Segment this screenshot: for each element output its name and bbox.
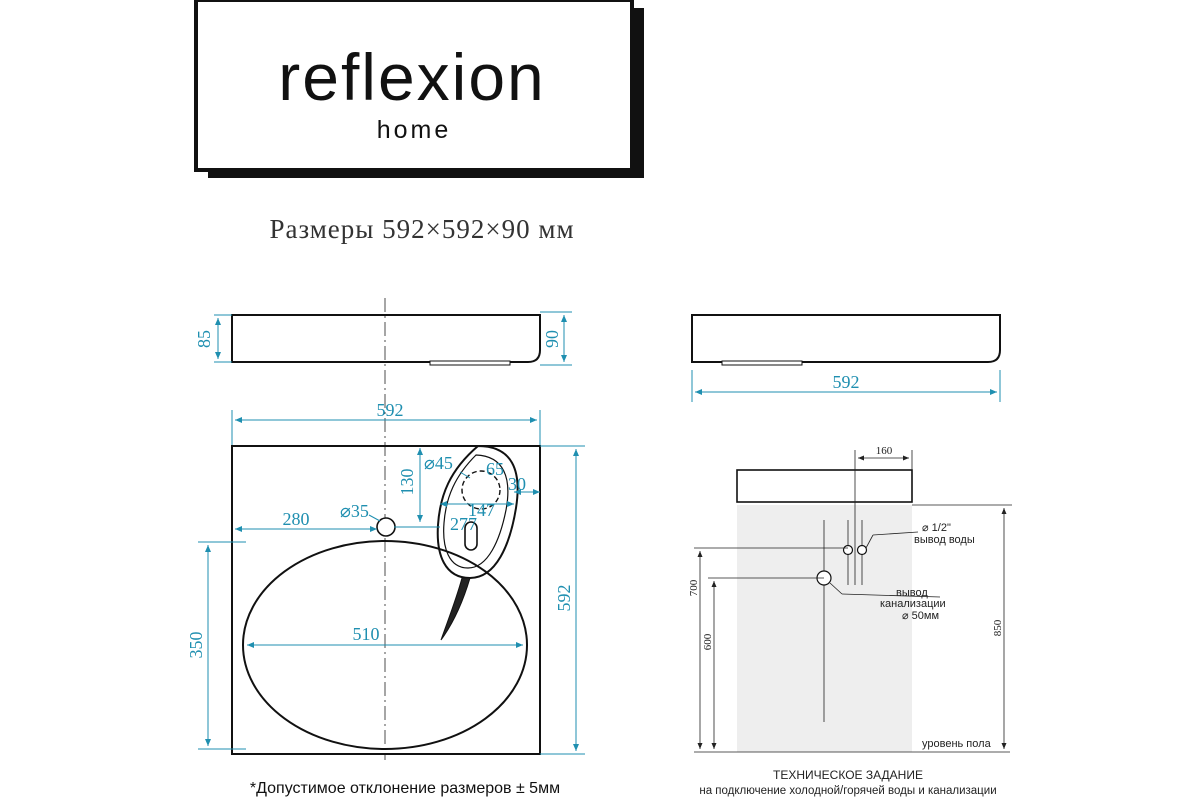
dim-height-850: 850 bbox=[992, 619, 1004, 636]
dim-side-width: 592 bbox=[833, 372, 860, 392]
wall-area bbox=[737, 505, 912, 752]
dim-left-side-height: 85 bbox=[194, 330, 214, 348]
dim-height-700: 700 bbox=[688, 579, 700, 596]
dim-total-depth: 592 bbox=[554, 585, 574, 612]
dim-overflow-280: 280 bbox=[283, 509, 310, 529]
brand-logo: reflexion home bbox=[194, 0, 644, 178]
dim-faucet-65: 65 bbox=[486, 459, 504, 479]
dim-right-side-height: 90 bbox=[542, 330, 562, 348]
dim-faucet-30: 30 bbox=[508, 474, 526, 494]
drain-label-3: ⌀ 50мм bbox=[902, 610, 939, 622]
tech-subtitle: на подключение холодной/горячей воды и к… bbox=[699, 785, 996, 797]
water-label-2: вывод воды bbox=[914, 534, 975, 546]
water-outlet-left bbox=[842, 544, 854, 556]
dim-faucet-offset-top: 130 bbox=[397, 469, 417, 496]
water-label-1: ⌀ 1/2" bbox=[922, 522, 951, 534]
dim-faucet-277: 277 bbox=[450, 514, 477, 534]
tech-title: ТЕХНИЧЕСКОЕ ЗАДАНИЕ bbox=[773, 768, 923, 782]
tolerance-footnote: *Допустимое отклонение размеров ± 5мм bbox=[250, 780, 560, 797]
dim-faucet-hole-diameter: ⌀45 bbox=[424, 453, 453, 473]
dim-height-600: 600 bbox=[702, 633, 714, 650]
size-heading: Размеры 592×592×90 мм bbox=[269, 214, 574, 244]
dim-faucet-147: 147 bbox=[468, 500, 495, 520]
dim-top-width: 592 bbox=[377, 400, 404, 420]
top-view: 592 130 ⌀45 65 30 147 277 ⌀35 28 bbox=[186, 400, 585, 755]
installation-diagram: 160 ⌀ 1/2" вывод воды вывод канализации … bbox=[688, 445, 1012, 753]
logo-sub-text: home bbox=[377, 116, 452, 144]
front-view: 85 90 bbox=[194, 298, 572, 760]
dim-spacing-160: 160 bbox=[876, 445, 893, 457]
dim-bowl-width: 510 bbox=[353, 624, 380, 644]
drain-label-2: канализации bbox=[880, 598, 946, 610]
dim-overflow-diameter: ⌀35 bbox=[340, 501, 369, 521]
water-outlet-right bbox=[856, 544, 868, 556]
side-view: 592 bbox=[691, 314, 1001, 402]
floor-label: уровень пола bbox=[922, 738, 992, 750]
logo-brand-text: reflexion bbox=[278, 40, 545, 114]
drain-label-1: вывод bbox=[896, 587, 928, 599]
dim-bowl-height: 350 bbox=[186, 632, 206, 659]
